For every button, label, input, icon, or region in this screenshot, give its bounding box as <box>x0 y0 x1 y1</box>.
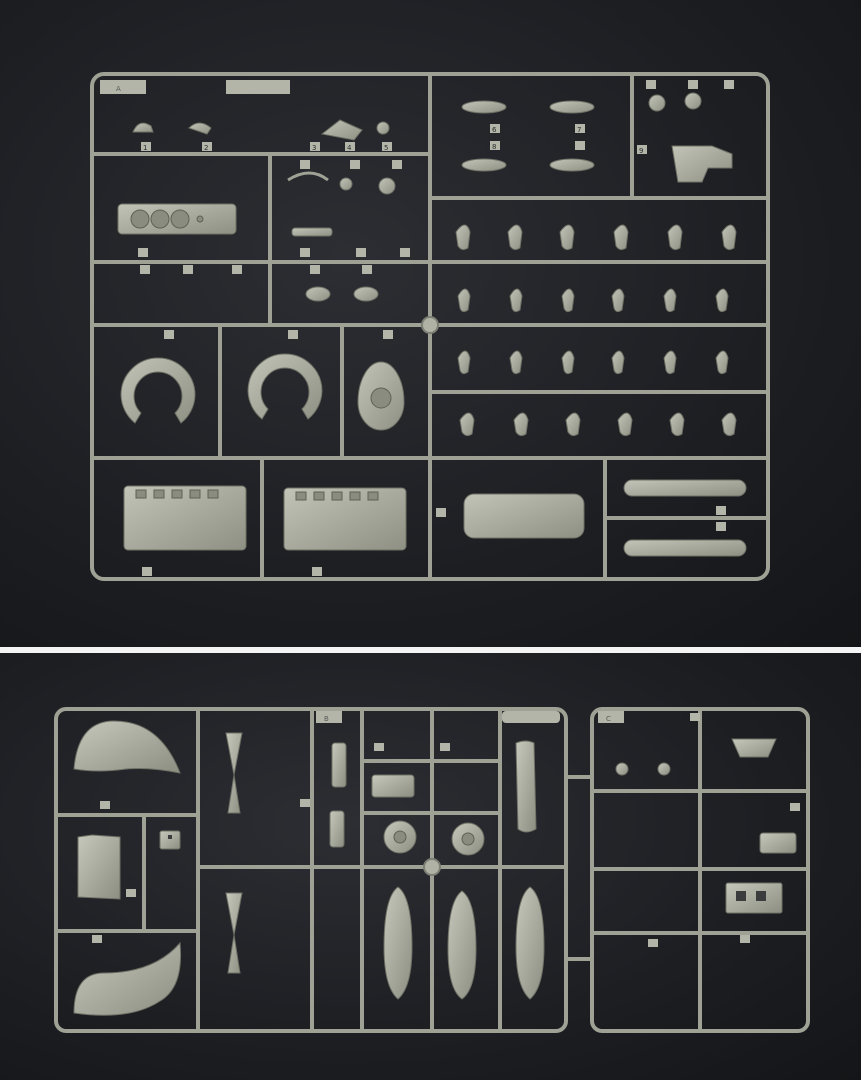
frame-label-c: C <box>606 715 611 723</box>
part-number-2: 2 <box>204 144 208 152</box>
sprue-photo-top: A <box>0 0 861 647</box>
part-number-8: 8 <box>492 143 496 151</box>
photo-divider <box>0 647 861 653</box>
part-number-7: 7 <box>577 126 581 134</box>
part-number-3: 3 <box>312 144 316 152</box>
part-number-4: 4 <box>347 144 352 152</box>
sprue-frame-a: A <box>90 72 770 581</box>
sprue-photo-bottom: B C <box>0 653 861 1080</box>
frame-label-b: B <box>324 715 329 723</box>
sprue-frames-b-c: B C <box>54 707 810 1033</box>
part-number-9: 9 <box>639 147 643 155</box>
part-number-6: 6 <box>492 126 497 134</box>
part-number-1: 1 <box>143 144 147 152</box>
frame-label-a: A <box>116 85 121 93</box>
part-number-5: 5 <box>384 144 388 152</box>
